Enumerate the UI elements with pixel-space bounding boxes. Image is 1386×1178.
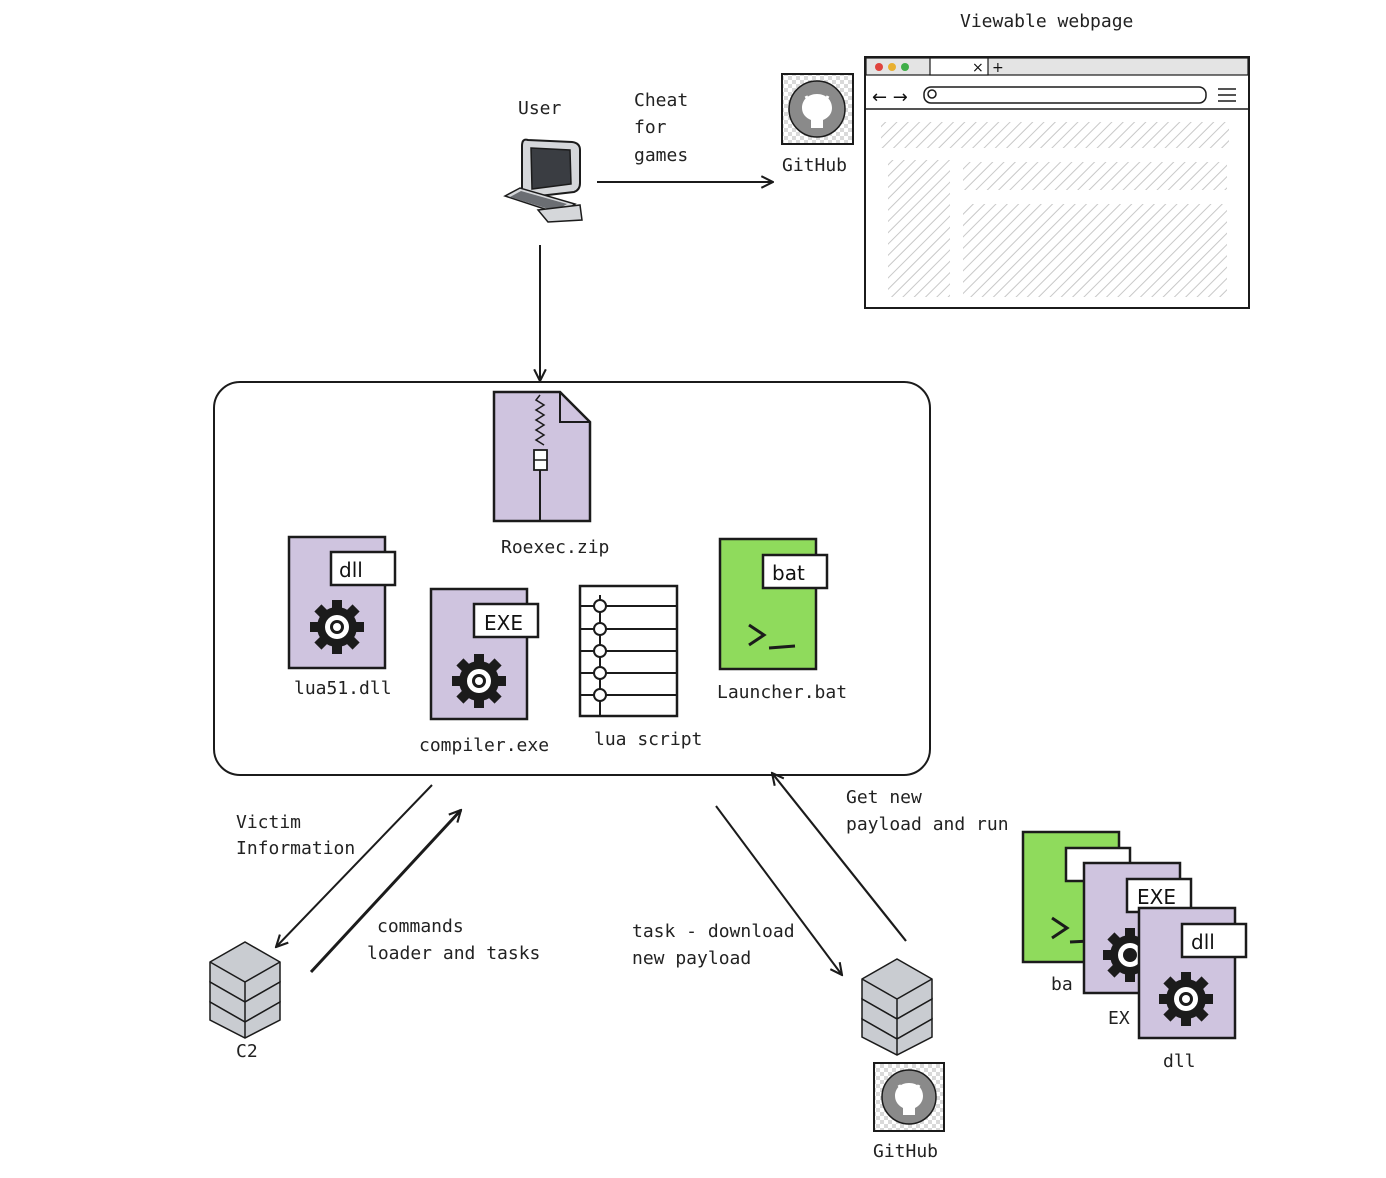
close-dot-icon xyxy=(875,63,883,71)
browser-nav-arrows-icon: ← → xyxy=(872,87,908,108)
bat-label: Launcher.bat xyxy=(717,682,847,703)
maximize-dot-icon xyxy=(901,63,909,71)
dll-tag: dll xyxy=(339,558,363,582)
c2-server: C2 xyxy=(209,941,281,1062)
tab-close-icon: × xyxy=(972,60,984,76)
dll-label: lua51.dll xyxy=(294,678,392,699)
gear-icon xyxy=(452,654,506,708)
github-server: GitHub xyxy=(861,958,945,1162)
content-placeholder xyxy=(963,162,1227,190)
github-icon xyxy=(788,80,846,138)
cheat-arrow: Cheat for games xyxy=(597,90,773,182)
list-icon xyxy=(580,595,677,716)
webpage-label: Viewable webpage xyxy=(960,11,1133,32)
terminal-icon xyxy=(748,623,796,650)
github-node-top: GitHub xyxy=(781,73,854,176)
get-payload-label: Get new payload and run xyxy=(846,787,1009,835)
victim-info-label: Victim Information xyxy=(236,812,355,859)
c2-arrows: Victim Information commands loader and t… xyxy=(236,784,540,974)
content-placeholder xyxy=(888,160,950,297)
bat-tag: bat xyxy=(772,561,805,585)
script-file: lua script xyxy=(578,584,702,750)
package-container xyxy=(213,381,931,776)
computer-icon xyxy=(503,138,583,223)
exe-file: EXE compiler.exe xyxy=(419,587,549,756)
user-label: User xyxy=(518,98,562,119)
user-node: User xyxy=(503,98,583,223)
server-icon xyxy=(861,958,933,1056)
content-placeholder xyxy=(881,122,1229,148)
cheat-arrow-label: Cheat for games xyxy=(634,90,699,166)
payload-stack: ba EXE EX dll xyxy=(1021,830,1248,1072)
github-label-bottom: GitHub xyxy=(873,1141,938,1162)
payload-exe-label: EX xyxy=(1108,1008,1130,1029)
zip-label: Roexec.zip xyxy=(501,537,609,558)
exe-label: compiler.exe xyxy=(419,735,549,756)
address-bar xyxy=(923,86,1207,104)
zipper-icon xyxy=(533,394,548,521)
script-label: lua script xyxy=(594,729,702,750)
payload-dll-tag: dll xyxy=(1191,930,1215,954)
github-label-top: GitHub xyxy=(782,155,847,176)
payload-bat-label: ba xyxy=(1051,974,1073,995)
payload-dll-file: dll dll xyxy=(1137,906,1248,1072)
c2-label: C2 xyxy=(236,1041,258,1062)
commands-label: commands loader and tasks xyxy=(367,916,540,964)
payload-dll-label: dll xyxy=(1163,1051,1196,1072)
browser-window: Viewable webpage × + ← → xyxy=(864,11,1250,309)
payload-exe-tag: EXE xyxy=(1137,885,1176,909)
menu-icon xyxy=(1218,88,1236,102)
github-icon xyxy=(881,1069,937,1125)
dll-file: dll lua51.dll xyxy=(287,535,397,699)
bat-file: bat Launcher.bat xyxy=(717,537,847,703)
search-icon xyxy=(927,89,937,99)
gear-icon xyxy=(1159,972,1213,1026)
task-download-label: task - download new payload xyxy=(632,921,805,969)
server-icon xyxy=(209,941,281,1039)
minimize-dot-icon xyxy=(888,63,896,71)
content-placeholder xyxy=(963,204,1227,297)
exe-tag: EXE xyxy=(484,611,523,635)
browser-tab xyxy=(929,57,989,76)
gear-icon xyxy=(310,600,364,654)
payload-arrows: task - download new payload Get new payl… xyxy=(632,773,1009,975)
new-tab-icon: + xyxy=(992,60,1004,76)
zip-file: Roexec.zip xyxy=(492,390,609,558)
